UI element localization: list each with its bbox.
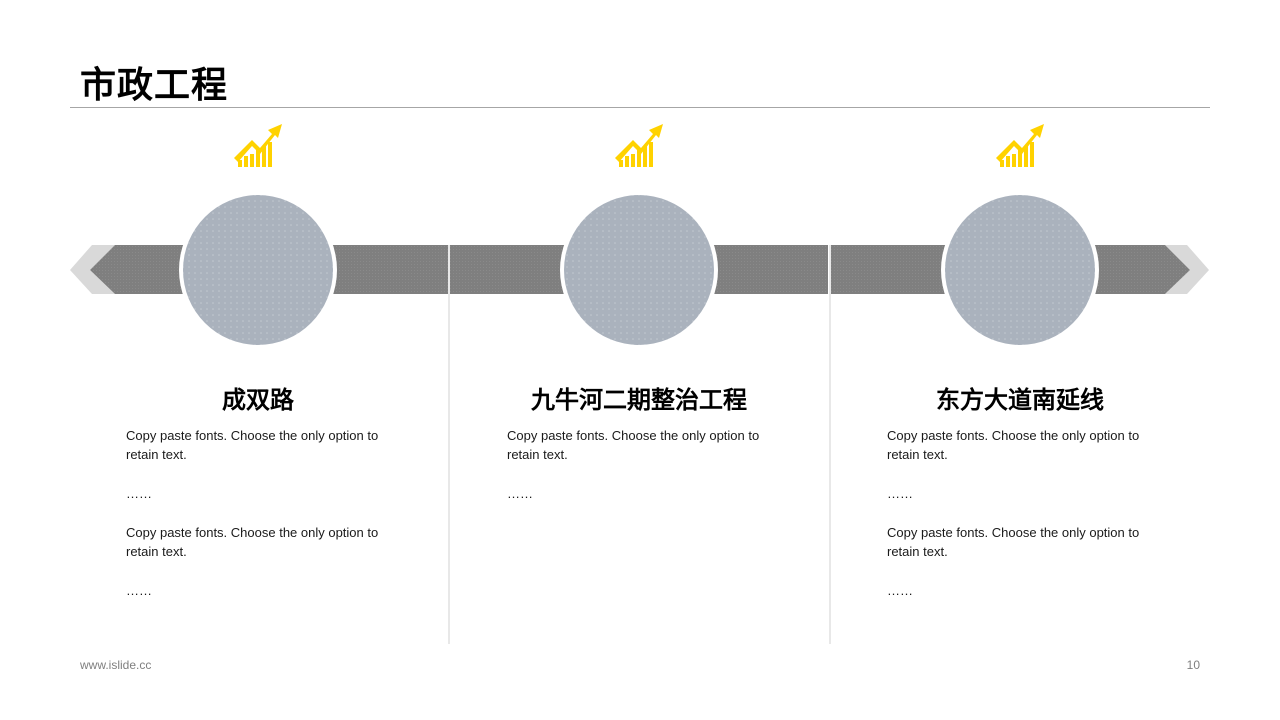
footer-url[interactable]: www.islide.cc xyxy=(80,658,152,672)
ellipsis-text: …… xyxy=(887,486,913,501)
title-divider xyxy=(70,107,1210,108)
project-title: 九牛河二期整治工程 xyxy=(531,386,747,414)
page-number: 10 xyxy=(1186,658,1200,672)
ellipsis-text: …… xyxy=(507,486,533,501)
description-paragraph: Copy paste fonts. Choose the only option… xyxy=(887,525,1140,559)
growth-chart-icon xyxy=(996,124,1044,167)
growth-chart-icon xyxy=(234,124,282,167)
right-chevron xyxy=(1165,245,1209,294)
description-paragraph: Copy paste fonts. Choose the only option… xyxy=(126,428,379,462)
slide-title: 市政工程 xyxy=(80,65,229,106)
ellipsis-text: …… xyxy=(126,583,152,598)
project-description: Copy paste fonts. Choose the only option… xyxy=(507,426,777,523)
project-title: 东方大道南延线 xyxy=(936,386,1104,414)
ellipsis-text: …… xyxy=(126,486,152,501)
growth-chart-icon xyxy=(615,124,663,167)
project-description: Copy paste fonts. Choose the only option… xyxy=(887,426,1157,620)
project-title: 成双路 xyxy=(222,386,294,414)
description-paragraph: Copy paste fonts. Choose the only option… xyxy=(887,428,1140,462)
description-paragraph: Copy paste fonts. Choose the only option… xyxy=(507,428,760,462)
ellipsis-text: …… xyxy=(887,583,913,598)
description-paragraph: Copy paste fonts. Choose the only option… xyxy=(126,525,379,559)
project-description: Copy paste fonts. Choose the only option… xyxy=(126,426,396,620)
left-chevron xyxy=(70,245,115,294)
